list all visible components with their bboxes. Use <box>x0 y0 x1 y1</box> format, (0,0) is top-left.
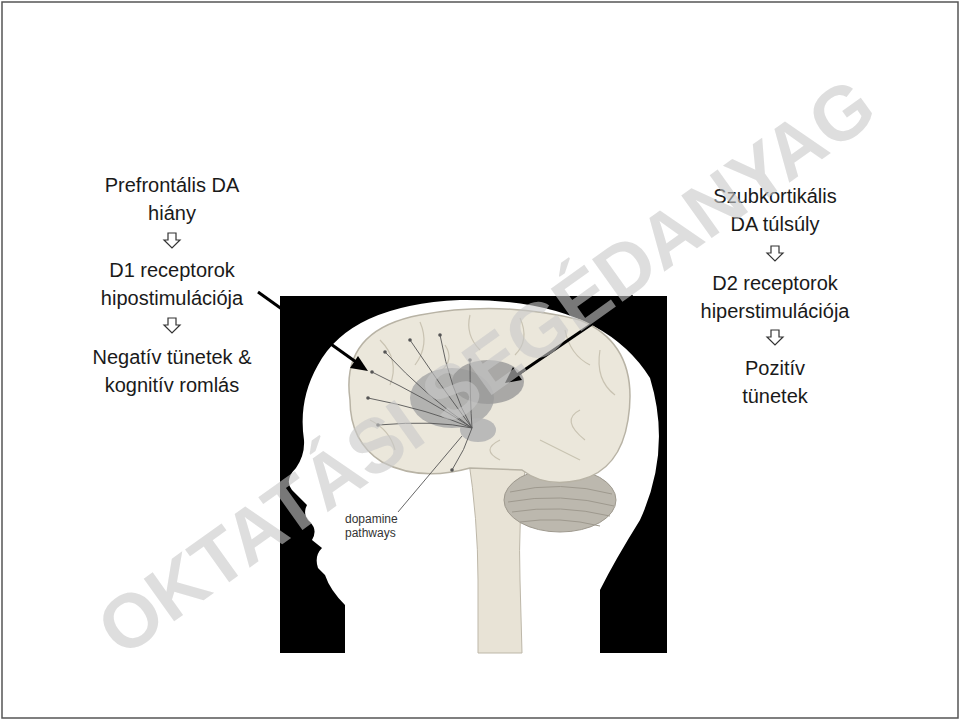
mechanism-label: D2 receptorok hiperstimulációja <box>687 269 863 325</box>
hollow-down-arrow <box>164 233 180 248</box>
pointer-arrow <box>258 292 368 371</box>
hollow-down-arrow <box>767 330 783 345</box>
pathway-label: dopamine pathways <box>345 512 417 540</box>
outcome-label: Pozitív tünetek <box>723 354 827 410</box>
mechanism-label: D1 receptorok hipostimulációja <box>89 256 255 312</box>
hollow-down-arrow <box>164 318 180 333</box>
hollow-down-arrow <box>767 246 783 261</box>
cerebellum-folds <box>508 486 614 526</box>
outcome-label: Negatív tünetek & kognitív romlás <box>89 343 255 399</box>
finding-label: Prefrontális DA hiány <box>89 171 255 227</box>
